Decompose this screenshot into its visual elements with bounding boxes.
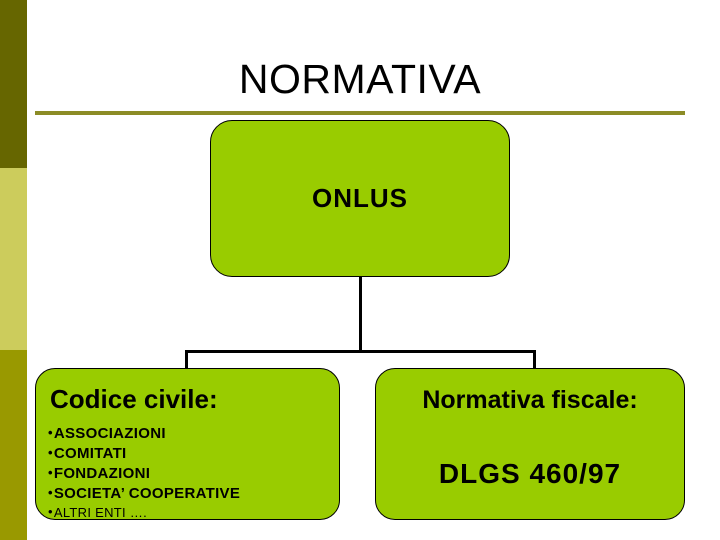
list-item-label: COMITATI [53,445,127,462]
sidebar-band-olive [0,350,27,540]
list-item-label: ASSOCIAZIONI [53,425,166,442]
connector-horizontal [185,350,536,353]
sidebar-band-light-khaki [0,168,27,350]
list-item: •ASSOCIAZIONI [48,423,240,443]
node-onlus: ONLUS [210,120,510,277]
node-normativa-fiscale: Normativa fiscale: DLGS 460/97 [375,368,685,520]
bullet-icon: • [48,445,53,460]
list-item-label: ALTRI ENTI …. [53,505,148,520]
list-item-label: FONDAZIONI [53,465,151,482]
node-normativa-fiscale-reference: DLGS 460/97 [438,458,622,489]
page-title: NORMATIVA [238,56,482,102]
title-underline-rule [35,111,685,115]
bullet-icon: • [48,485,53,500]
bullet-icon: • [48,504,53,519]
node-onlus-label: ONLUS [312,183,408,213]
list-item-label: SOCIETA’ COOPERATIVE [53,485,241,502]
list-item: •SOCIETA’ COOPERATIVE [48,483,240,503]
sidebar-band-dark-olive [0,0,27,168]
node-codice-civile: Codice civile: •ASSOCIAZIONI •COMITATI •… [35,368,340,520]
list-item: •FONDAZIONI [48,463,240,483]
connector-vertical [359,277,362,353]
node-codice-civile-title: Codice civile: [50,384,218,414]
node-normativa-fiscale-title: Normativa fiscale: [422,386,638,414]
list-item: •COMITATI [48,443,240,463]
connector-drop-right [533,350,536,370]
list-item: •ALTRI ENTI …. [48,503,240,520]
codice-civile-list: •ASSOCIAZIONI •COMITATI •FONDAZIONI •SOC… [48,423,240,520]
bullet-icon: • [48,465,53,480]
bullet-icon: • [48,425,53,440]
connector-drop-left [185,350,188,370]
